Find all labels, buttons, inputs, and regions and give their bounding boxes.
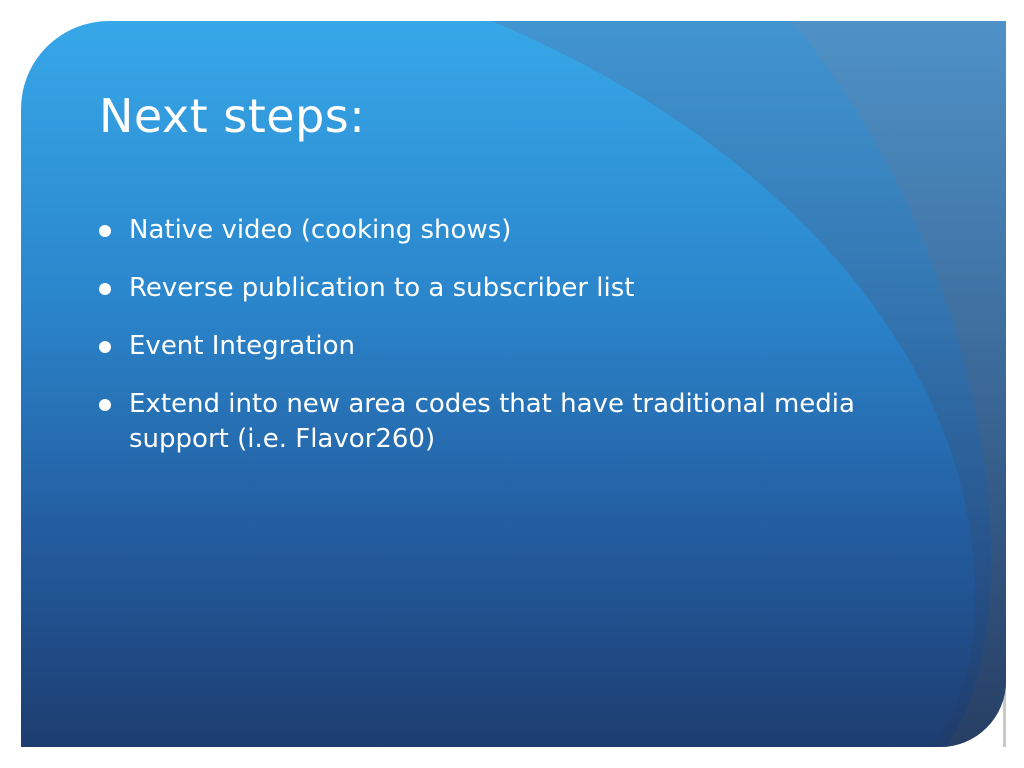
bullet-text: Reverse publication to a subscriber list: [129, 273, 635, 303]
bullet-dot-icon: [99, 341, 111, 353]
background-wave-right: [791, 21, 1006, 747]
bullet-dot-icon: [99, 225, 111, 237]
background-wave-large: [491, 21, 1006, 747]
slide: Next steps: Native video (cooking shows)…: [21, 21, 1006, 747]
bullet-item: Event Integration: [99, 329, 949, 364]
slide-background-waves: [491, 21, 1006, 747]
bullet-text: Extend into new area codes that have tra…: [129, 389, 855, 454]
bullet-list: Native video (cooking shows) Reverse pub…: [99, 213, 949, 480]
bullet-item: Native video (cooking shows): [99, 213, 949, 248]
bullet-dot-icon: [99, 399, 111, 411]
bullet-item: Extend into new area codes that have tra…: [99, 387, 949, 457]
bullet-text: Event Integration: [129, 331, 356, 361]
bullet-dot-icon: [99, 283, 111, 295]
bullet-text: Native video (cooking shows): [129, 215, 512, 245]
slide-title: Next steps:: [99, 89, 366, 143]
bullet-item: Reverse publication to a subscriber list: [99, 271, 949, 306]
